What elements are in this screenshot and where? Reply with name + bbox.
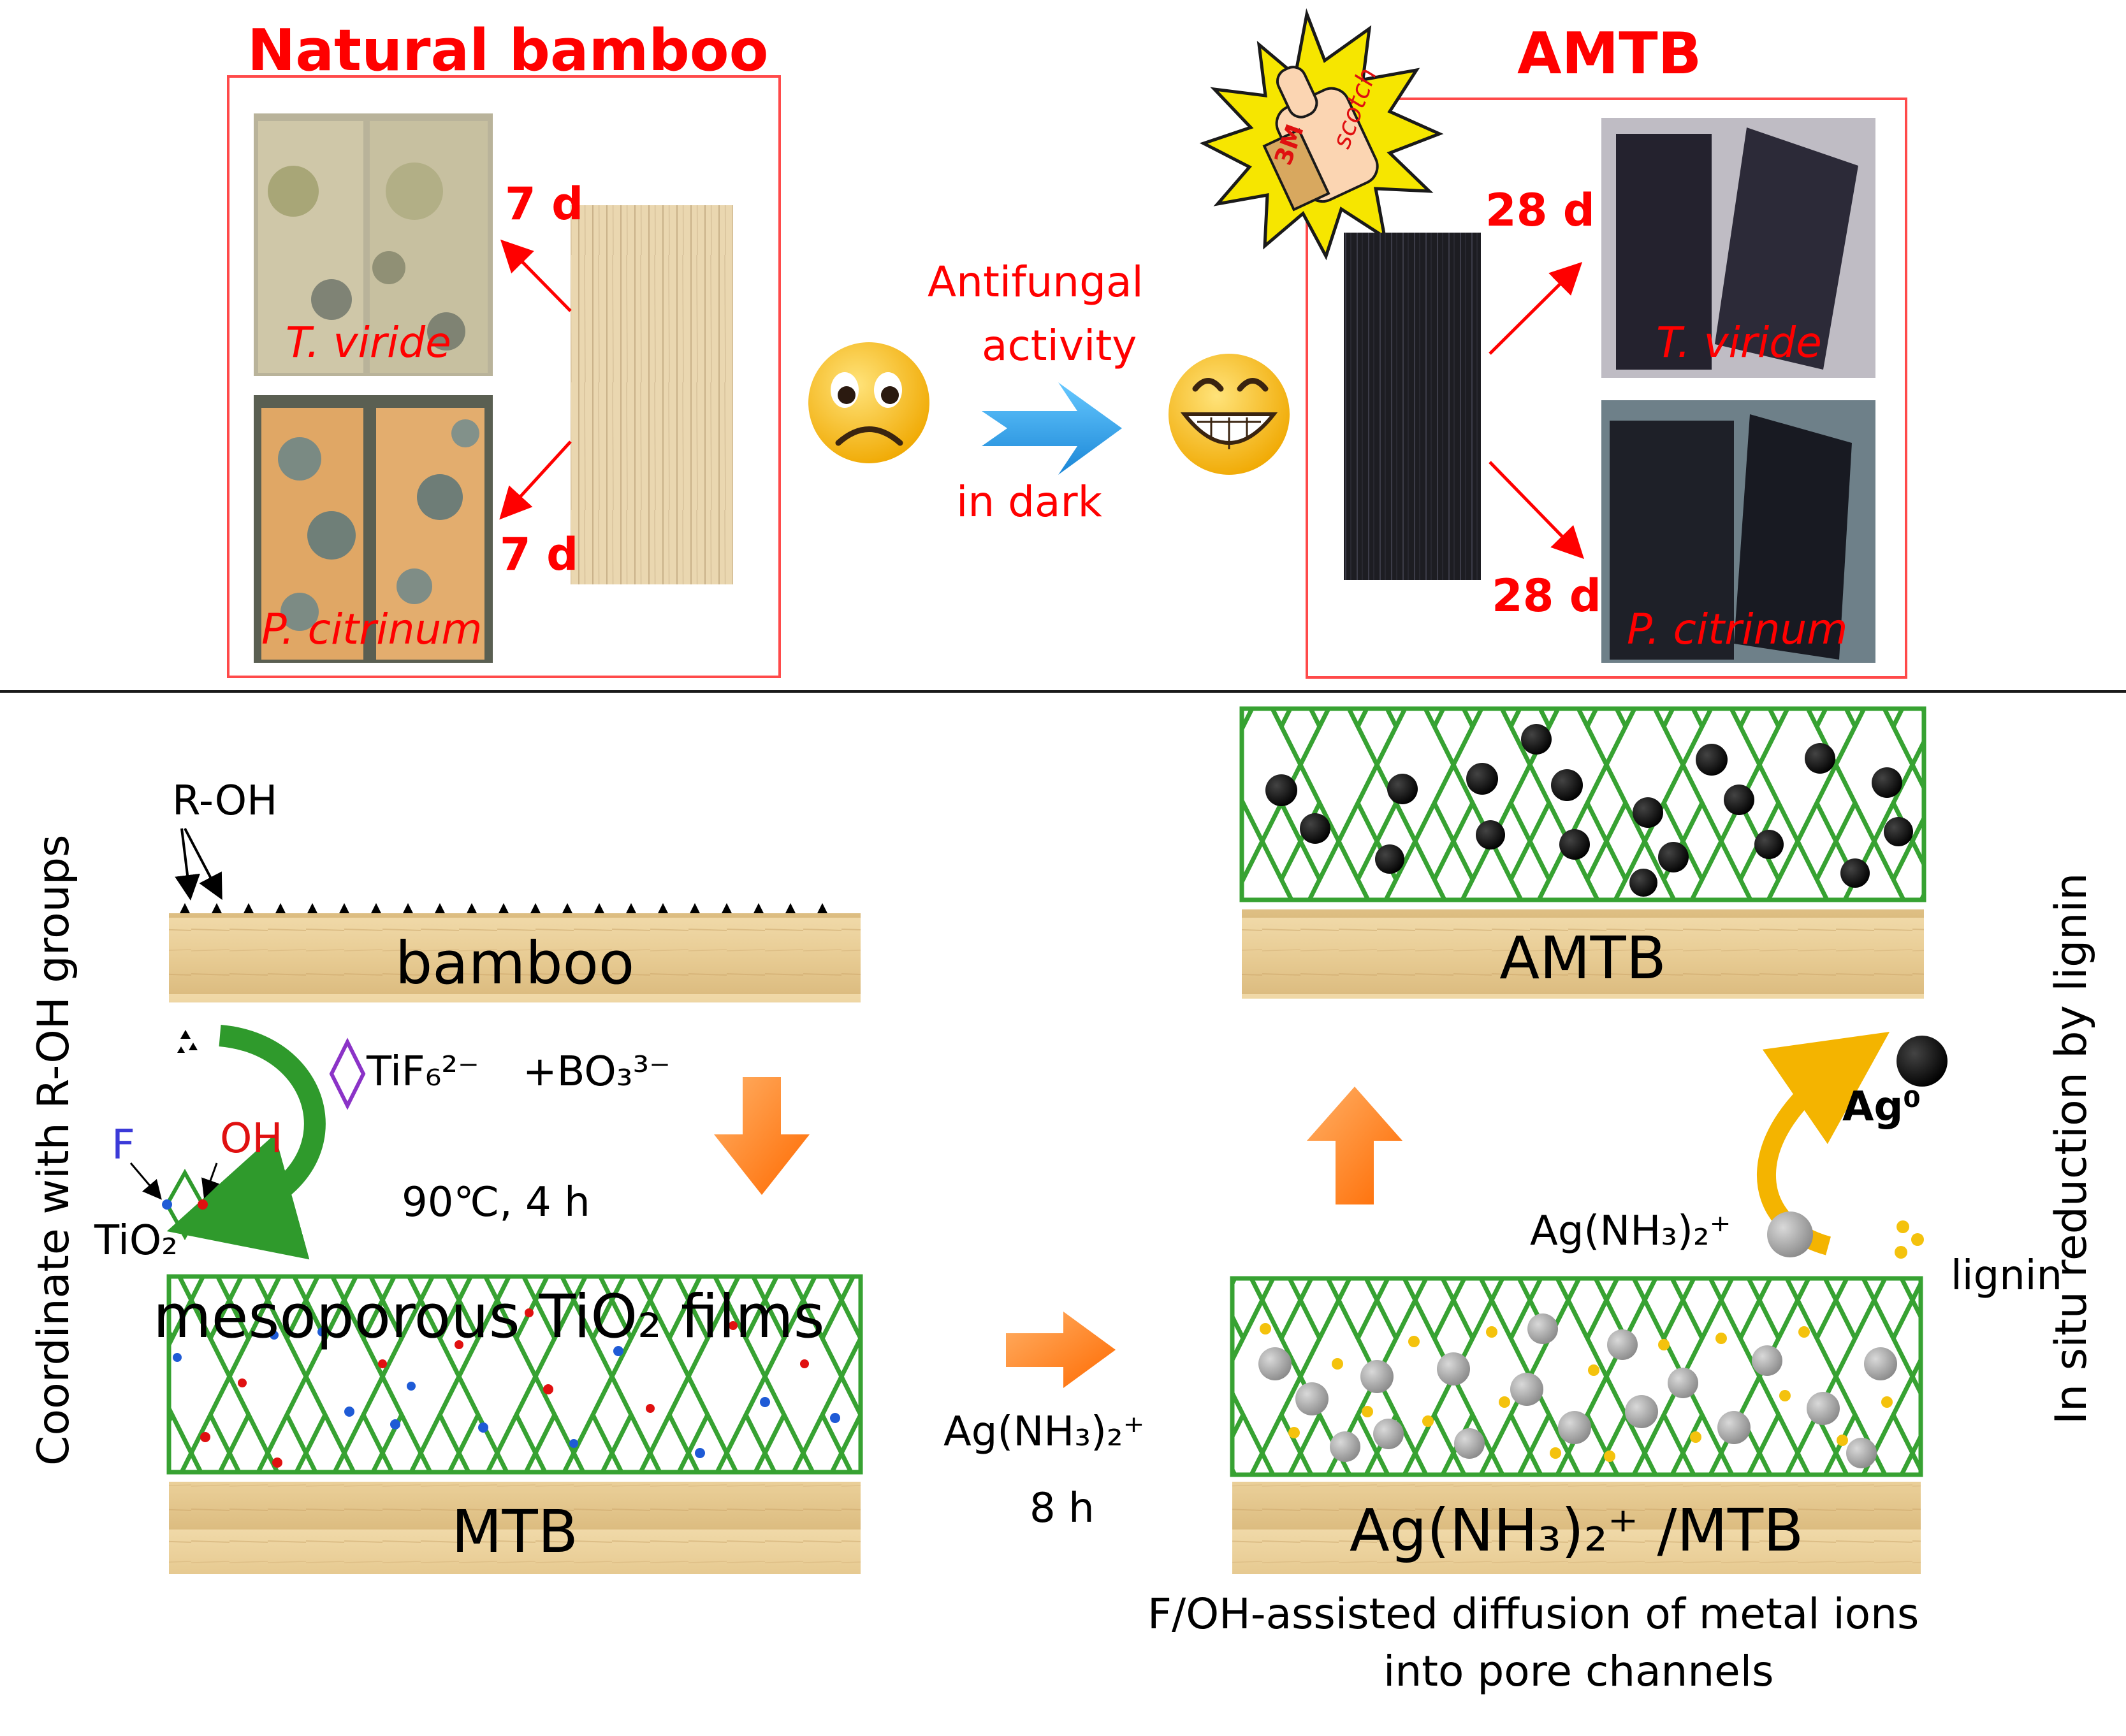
ag-complex-gray-ball (1767, 1212, 1813, 1257)
antifungal-line-2: activity (982, 321, 1137, 370)
ag0-label: Ag⁰ (1842, 1083, 1921, 1131)
lignin-dots (1895, 1220, 1924, 1259)
films-label: mesoporous TiO₂ films (153, 1282, 825, 1352)
oh-site-dot (198, 1199, 208, 1210)
arrow-amtb-to-tviride (1489, 261, 1583, 355)
antifungal-line-1: Antifungal (928, 257, 1144, 307)
left-vertical-label: Coordinate with R-OH groups (29, 834, 79, 1466)
scotch-tape-starburst (1199, 8, 1444, 261)
ag-complex-arrow-label: Ag(NH₃)₂⁺ (943, 1408, 1145, 1456)
amtb-title: AMTB (1517, 20, 1702, 87)
diffusion-caption-line-1: F/OH-assisted diffusion of metal ions (1147, 1589, 1919, 1638)
mtb-plank (169, 1482, 861, 1574)
amtb-plank-label: AMTB (1499, 924, 1666, 992)
photo-amtb-p-citrinum (1601, 400, 1875, 663)
amtb-ag-nanoparticles (1265, 724, 1913, 897)
agmtb-plank (1232, 1482, 1921, 1574)
fungus-label-natural-pcitrinum: P. citrinum (261, 605, 483, 654)
fungus-label-amtb-tviride: T. viride (1656, 318, 1822, 367)
roh-surface-groups (180, 903, 827, 913)
mtb-plank-label: MTB (451, 1498, 578, 1566)
oh-label: OH (220, 1115, 283, 1162)
photo-natural-t-viride (254, 113, 493, 376)
f-pointer (129, 1162, 162, 1200)
fungus-label-natural-tviride: T. viride (286, 318, 451, 367)
blue-right-arrow (982, 382, 1122, 475)
natural-bamboo-title: Natural bamboo (247, 17, 769, 84)
ag-complex-right-label: Ag(NH₃)₂⁺ (1530, 1208, 1731, 1255)
f-label: F (112, 1122, 135, 1169)
natural-days-bottom: 7 d (500, 528, 579, 581)
amtb-plank (1242, 909, 1924, 999)
roh-pointer-1 (175, 828, 200, 901)
natural-bamboo-frame (227, 75, 781, 678)
green-curved-arrow (166, 1025, 326, 1260)
natural-bamboo-sample (571, 205, 733, 584)
natural-days-top: 7 d (505, 178, 584, 230)
right-vertical-label: In situ reduction by lignin (2046, 872, 2097, 1424)
conditions-label: 90℃, 4 h (402, 1179, 590, 1226)
bo3-label: +BO₃³⁻ (523, 1048, 671, 1096)
f-site-dot (162, 1199, 172, 1210)
mtb-f-oh-sites (173, 1308, 840, 1468)
amtb-days-top: 28 d (1485, 184, 1595, 236)
time-8h-label: 8 h (1030, 1485, 1095, 1532)
roh-label: R-OH (172, 778, 278, 825)
diffusion-caption-line-2: into pore channels (1383, 1647, 1774, 1696)
amtb-lattice-film (1239, 706, 1926, 902)
arrow-amtb-to-pcitrinum (1489, 461, 1584, 560)
bamboo-plank (169, 913, 861, 1002)
oh-pointer (201, 1162, 220, 1199)
mtb-lattice-film (166, 1274, 863, 1475)
orange-down-arrow (714, 1077, 810, 1195)
lignin-label: lignin (1951, 1252, 2063, 1299)
happy-face-icon (1169, 354, 1290, 475)
orange-right-arrow (1006, 1312, 1116, 1388)
agmtb-plank-label: Ag(NH₃)₂⁺ /MTB (1349, 1496, 1804, 1565)
tio2-label: TiO₂ (94, 1217, 178, 1264)
agmtb-particles (1258, 1313, 1897, 1468)
antifungal-line-3: in dark (956, 477, 1102, 526)
amtb-days-bottom: 28 d (1492, 570, 1601, 622)
tif6-diamond-icon (329, 1038, 366, 1110)
small-triangle-icon (177, 1030, 198, 1053)
ag0-black-ball (1897, 1036, 1948, 1087)
orange-up-arrow (1307, 1087, 1402, 1204)
fungus-label-amtb-pcitrinum: P. citrinum (1627, 605, 1848, 654)
roh-pointer-2 (184, 828, 222, 901)
amtb-frame (1306, 98, 1907, 679)
amtb-sample (1344, 233, 1481, 580)
photo-natural-p-citrinum (254, 395, 493, 663)
photo-amtb-t-viride (1601, 118, 1875, 378)
arrow-natural-to-tviride (500, 239, 572, 312)
arrow-natural-to-pcitrinum (499, 440, 572, 520)
tif6-label: TiF₆²⁻ (367, 1048, 479, 1096)
sad-face-icon (808, 342, 929, 463)
bamboo-plank-label: bamboo (395, 929, 635, 997)
